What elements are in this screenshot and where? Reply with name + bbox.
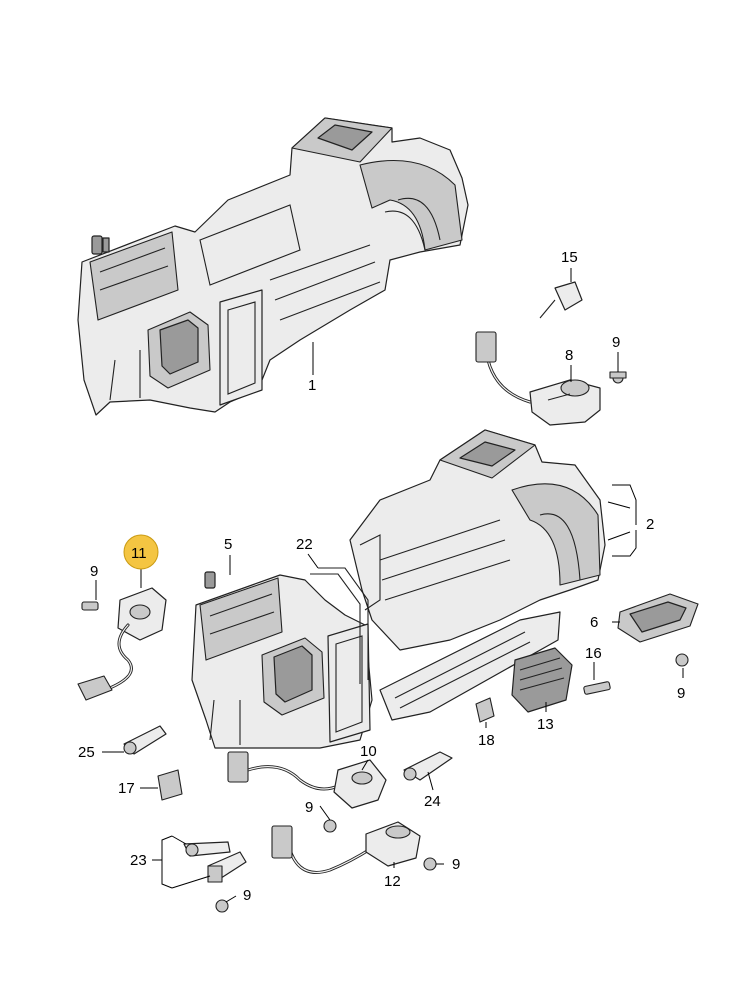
callout-24[interactable]: 24 bbox=[424, 793, 441, 810]
callout-12[interactable]: 12 bbox=[384, 873, 401, 890]
callout-23[interactable]: 23 bbox=[130, 852, 147, 869]
callout-9a[interactable]: 9 bbox=[612, 334, 620, 351]
callout-labels: 1 2 5 6 8 9 9 9 9 9 9 10 11 12 13 15 16 … bbox=[78, 249, 685, 904]
callout-13[interactable]: 13 bbox=[537, 716, 554, 733]
callout-18[interactable]: 18 bbox=[478, 732, 495, 749]
callout-15[interactable]: 15 bbox=[561, 249, 578, 266]
callout-22[interactable]: 22 bbox=[296, 536, 313, 553]
callout-25[interactable]: 25 bbox=[78, 744, 95, 761]
part-25-lever[interactable] bbox=[123, 725, 167, 755]
part-23-lever-set[interactable] bbox=[183, 841, 247, 883]
callout-10[interactable]: 10 bbox=[360, 743, 377, 760]
callout-11[interactable]: 11 bbox=[131, 545, 147, 562]
part-15-sensor[interactable] bbox=[539, 281, 583, 319]
part-24-lever-arm[interactable] bbox=[403, 751, 453, 781]
callout-9d[interactable]: 9 bbox=[305, 799, 313, 816]
callout-1[interactable]: 1 bbox=[308, 377, 316, 394]
part-17-connector[interactable] bbox=[157, 769, 183, 801]
part-13-resistor[interactable] bbox=[511, 647, 573, 713]
leader-lines bbox=[95, 268, 684, 903]
callout-9b[interactable]: 9 bbox=[90, 563, 98, 580]
callout-17[interactable]: 17 bbox=[118, 780, 135, 797]
callout-9c[interactable]: 9 bbox=[677, 685, 685, 702]
part-8-servo-motor[interactable] bbox=[475, 331, 601, 426]
part-1-heater-housing[interactable] bbox=[77, 117, 469, 416]
screw-parts bbox=[81, 371, 689, 913]
callout-2[interactable]: 2 bbox=[646, 516, 654, 533]
part-22-seal[interactable] bbox=[310, 567, 369, 684]
callout-11-highlight bbox=[123, 534, 159, 570]
part-2-housing-section[interactable] bbox=[349, 429, 606, 651]
part-5-housing-half[interactable] bbox=[191, 571, 373, 749]
part-12-servo-motor[interactable] bbox=[271, 821, 421, 874]
callout-16[interactable]: 16 bbox=[585, 645, 602, 662]
callout-8[interactable]: 8 bbox=[565, 347, 573, 364]
callout-9f[interactable]: 9 bbox=[243, 887, 251, 904]
part-6-cover[interactable] bbox=[617, 593, 699, 643]
part-16-screw[interactable] bbox=[583, 681, 611, 695]
part-10-servo-motor[interactable] bbox=[227, 751, 387, 809]
part-11-sensor-plate[interactable] bbox=[77, 587, 167, 701]
air-duct[interactable] bbox=[379, 611, 561, 721]
callout-6[interactable]: 6 bbox=[590, 614, 598, 631]
callout-5[interactable]: 5 bbox=[224, 536, 232, 553]
callout-9e[interactable]: 9 bbox=[452, 856, 460, 873]
part-18-clip[interactable] bbox=[475, 697, 495, 723]
